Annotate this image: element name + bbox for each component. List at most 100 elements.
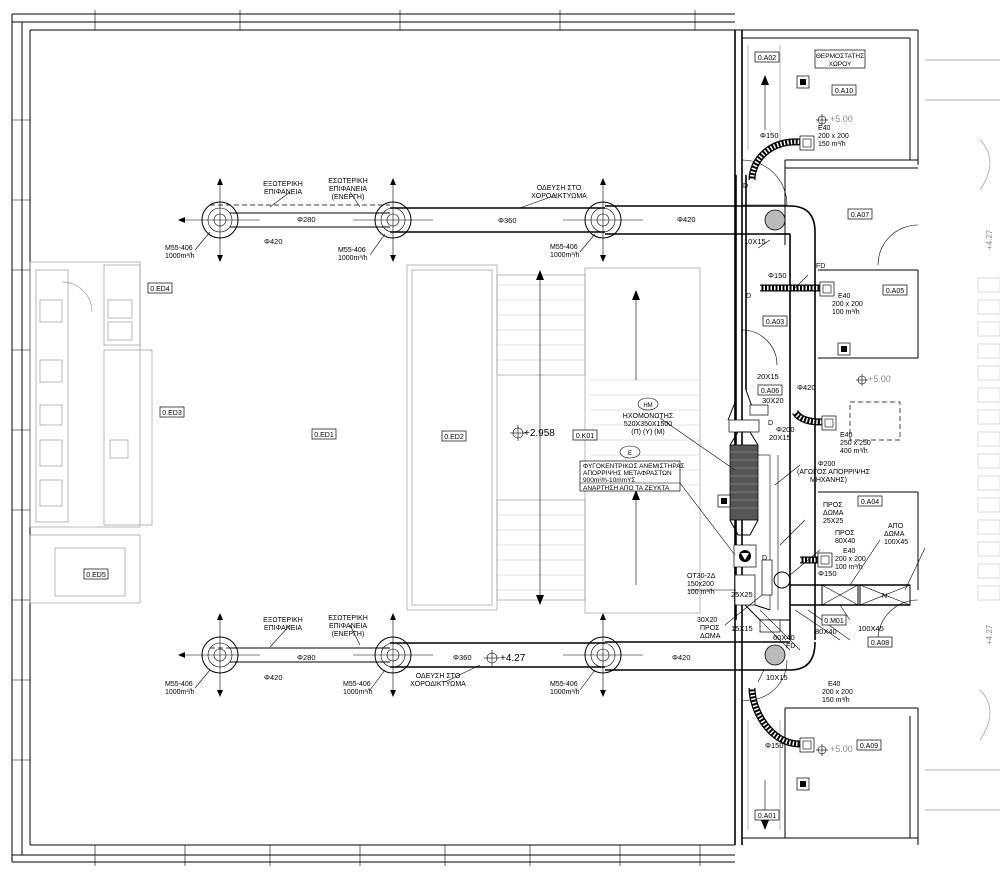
size-top-280: Φ280: [297, 215, 316, 224]
level-edge-2: +4.27: [985, 624, 994, 645]
diff-top-1b: 1000m³/h: [165, 253, 195, 260]
ext-surface-bot-1: ΕΞΩΤΕΡΙΚΗ: [263, 617, 303, 624]
damper-2: D: [746, 293, 751, 300]
e40-bot-1: E40: [828, 681, 841, 688]
size-60x40: 60X40: [773, 633, 795, 642]
room-tag-ed2: 0.ED2: [444, 434, 464, 441]
e40-a05-3: 100 m³/h: [832, 309, 860, 316]
from-slab-2: ΔΩΜΑ: [884, 531, 905, 538]
e40-lower-3: 100 m³/h: [835, 564, 863, 571]
room-tags: 0.A02 0.A10 0.A07 0.A05 0.A03 0.A06 0.A0…: [83, 51, 908, 821]
ot-line-1: ΟΤ30-2Δ: [687, 573, 716, 580]
fd-bottom: FD: [786, 643, 795, 650]
size-20x15-b: 20X15: [769, 433, 791, 442]
size-bot-360: Φ360: [453, 653, 472, 662]
slab-left-3: ΔΩΜΑ: [700, 633, 721, 640]
diff-top-3b: 1000m³/h: [550, 252, 580, 259]
size-10x15-bot: 10X15: [766, 673, 788, 682]
fan-tag: E: [628, 451, 632, 457]
diff-bot-2a: M55-406: [343, 681, 371, 688]
duct-size-labels: Φ280 Φ360 Φ420 Φ420 Φ280 Φ360 Φ420 Φ420 …: [264, 131, 884, 750]
annotations-bottom: ΕΞΩΤΕΡΙΚΗ ΕΠΙΦΑΝΕΙΑ ΕΣΩΤΕΡΙΚΗ ΕΠΙΦΑΝΕΙΑ …: [165, 615, 580, 696]
level-right-top: +5.00: [830, 114, 853, 124]
thermostat-line-1: ΘΕΡΜΟΣΤΑΤΗΣ: [816, 53, 864, 60]
silencer-line-3: (Π) (Υ) (Μ): [631, 429, 664, 436]
from-slab-3: 100X45: [884, 539, 908, 546]
to-slab-b-1: ΠΡΟΣ: [835, 530, 855, 537]
size-15x15: 15X15: [731, 624, 753, 633]
to-slab-b-2: 80X40: [835, 538, 855, 545]
level-lower: +4.27: [500, 653, 526, 664]
fan-line-4: ΑΝΑΡΤΗΣΗ ΑΠΟ ΤΑ ΖΕΥΚΤΑ: [583, 485, 670, 492]
phi200-line-1: Φ200: [818, 461, 835, 468]
ext-surface-top-1: ΕΞΩΤΕΡΙΚΗ: [263, 181, 303, 188]
e40-top-1: E40: [818, 125, 831, 132]
size-bot-420b: Φ420: [264, 673, 283, 682]
fan-line-3: 900m³/h-10mmΥΣ: [583, 477, 635, 484]
fd-top: FD: [816, 263, 825, 270]
size-80x40: 80X40: [815, 627, 837, 636]
ot-line-2: 150x200: [687, 581, 714, 588]
room-tag-a05: 0.A05: [886, 288, 904, 295]
ext-surface-bot-2: ΕΠΙΦΑΝΕΙΑ: [264, 625, 302, 632]
route-top-1: ΟΔΕΥΣΗ ΣΤΟ: [537, 185, 582, 192]
size-150-b: Φ150: [760, 131, 779, 140]
left-furniture: [29, 261, 153, 604]
level-texts: +2.958 +4.27 +5.00 +5.00 +5.00 +4.27 +4.…: [500, 114, 994, 754]
size-200-a: Φ200: [776, 425, 795, 434]
level-main: +2.958: [524, 428, 555, 439]
int-surface-bot-1: ΕΣΩΤΕΡΙΚΗ: [328, 615, 368, 622]
diff-bot-3b: 1000m³/h: [550, 689, 580, 696]
e40-top-2: 200 x 200: [818, 133, 849, 140]
level-right-bot: +5.00: [830, 744, 853, 754]
room-tag-a10: 0.A10: [835, 88, 853, 95]
supply-duct-bottom: [210, 641, 816, 671]
damper-n: N: [882, 593, 887, 600]
size-420-riser: Φ420: [797, 383, 816, 392]
route-bot-2: ΧΟΡΟΔΙΚΤΥΩΜΑ: [410, 681, 466, 688]
route-bot-1: ΟΔΕΥΣΗ ΣΤΟ: [416, 673, 461, 680]
ext-surface-top-2: ΕΠΙΦΑΝΕΙΑ: [264, 189, 302, 196]
phi200-line-2: (ΑΓΩΓΟΣ ΑΠΟΡΡΙΨΗΣ: [797, 469, 871, 476]
diff-top-1a: M55-406: [165, 245, 193, 252]
e40-mid-3: 400 m³/h: [840, 448, 868, 455]
ot-line-3: 100 m³/h: [687, 589, 715, 596]
slab-left-2: ΠΡΟΣ: [700, 625, 720, 632]
damper-1: D: [743, 183, 748, 190]
int-surface-top-1: ΕΣΩΤΕΡΙΚΗ: [328, 178, 368, 185]
size-top-360: Φ360: [498, 216, 517, 225]
size-25x25: 25X25: [731, 590, 753, 599]
flex-ducts: [748, 138, 823, 748]
fan-line-1: ΦΥΓΟΚΕΝΤΡΙΚΟΣ ΑΝΕΜΙΣΤΗΡΑΣ: [583, 463, 685, 470]
to-slab-a-1: ΠΡΟΣ: [823, 502, 843, 509]
room-tag-ed5: 0.ED5: [86, 572, 106, 579]
building-walls: [11, 10, 1000, 866]
room-tag-a03: 0.A03: [766, 319, 784, 326]
diff-top-2a: M55-406: [338, 247, 366, 254]
grille-labels: E40 200 x 200 150 m³/h E40 200 x 200 100…: [687, 125, 908, 704]
size-bot-280: Φ280: [297, 653, 316, 662]
e40-lower-2: 200 x 200: [835, 556, 866, 563]
diffuser-top-2: [353, 180, 433, 260]
size-150-a: Φ150: [768, 271, 787, 280]
size-150-c: Φ150: [765, 741, 784, 750]
e40-bot-3: 150 m³/h: [822, 697, 850, 704]
e40-a05-2: 200 x 200: [832, 301, 863, 308]
e40-bot-2: 200 x 200: [822, 689, 853, 696]
size-top-420: Φ420: [677, 215, 696, 224]
e40-top-3: 150 m³/h: [818, 141, 846, 148]
silencer-tag: HM: [643, 403, 652, 409]
diffuser-bottom-3: [563, 615, 643, 695]
to-slab-a-3: 25X25: [823, 518, 843, 525]
diff-bot-1b: 1000m³/h: [165, 689, 195, 696]
size-10x15-top: 10X15: [744, 237, 766, 246]
size-30x20: 30X20: [762, 396, 784, 405]
leader-lines: [194, 191, 926, 691]
damper-3: D: [768, 420, 773, 427]
grilles: [717, 75, 851, 791]
silencer-line-1: ΗΧΟΜΟΝΩΤΗΣ: [623, 413, 674, 420]
level-markers: [484, 114, 901, 756]
size-20x15-a: 20X15: [757, 372, 779, 381]
e40-a05-1: E40: [838, 293, 851, 300]
